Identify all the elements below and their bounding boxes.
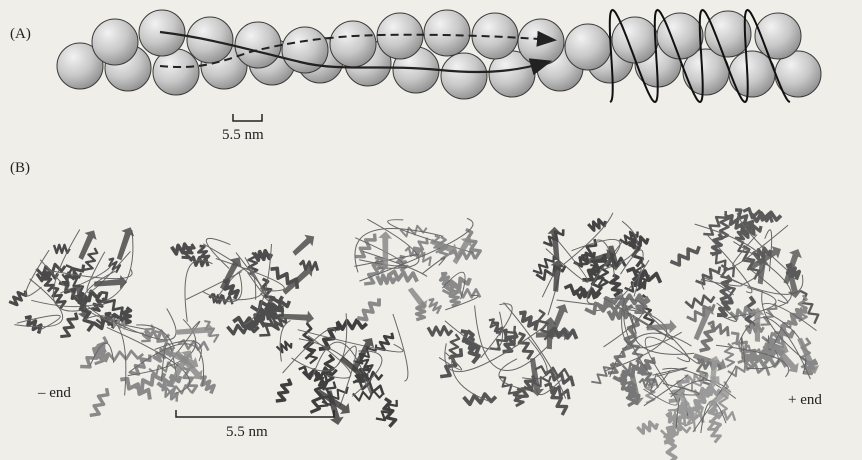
protein-subunit-ribbon <box>354 218 480 319</box>
ribbon-helix <box>429 299 441 314</box>
actin-subunit-sphere <box>729 51 775 97</box>
protein-subunit-ribbon <box>428 301 577 415</box>
protein-subunit-ribbon <box>637 354 736 460</box>
ribbon-helix <box>630 335 642 362</box>
scale-bar-a-label: 5.5 nm <box>222 127 264 144</box>
ribbon-helix <box>376 333 393 350</box>
ribbon-helix <box>519 312 537 330</box>
ribbon-helix <box>276 379 291 401</box>
scale-bar-a <box>233 114 262 121</box>
plus-end-label: + end <box>788 392 822 409</box>
ribbon-helix <box>611 275 621 296</box>
actin-subunit-sphere <box>565 24 611 70</box>
ribbon-helix <box>277 342 292 353</box>
actin-subunit-sphere <box>424 10 470 56</box>
actin-subunit-sphere <box>441 53 487 99</box>
ribbon-loop <box>206 238 230 268</box>
actin-filament-spheres <box>57 10 821 99</box>
ribbon-sheet <box>72 227 100 261</box>
protein-subunit-ribbon <box>9 224 145 336</box>
ribbon-loop <box>107 309 176 340</box>
ribbon-helix <box>357 298 379 319</box>
actin-subunit-sphere <box>330 21 376 67</box>
ribbon-sheet <box>288 231 318 258</box>
ribbon-helix <box>133 373 164 390</box>
actin-subunit-sphere <box>518 19 564 65</box>
ribbon-helix <box>670 246 699 265</box>
ribbon-sheet <box>771 340 803 377</box>
minus-end-label: – end <box>38 385 71 402</box>
ribbon-helix <box>428 327 452 336</box>
actin-subunit-sphere <box>377 13 423 59</box>
actin-subunit-sphere <box>92 19 138 65</box>
protein-subunit-ribbon <box>276 313 408 426</box>
ribbon-helix <box>637 422 657 433</box>
ribbon-helix <box>337 320 367 329</box>
ribbon-helix <box>717 298 732 316</box>
scale-bar-b-label: 5.5 nm <box>226 424 268 441</box>
ribbon-helix <box>9 291 26 305</box>
ribbon-helix <box>685 296 714 308</box>
ribbon-loop <box>750 269 788 303</box>
ribbon-loop <box>185 260 213 322</box>
ribbon-helix <box>712 234 723 255</box>
protein-subunit-ribbon <box>172 231 319 336</box>
ribbon-helix <box>440 348 461 376</box>
ribbon-helix <box>533 256 554 273</box>
panel-a-label: (A) <box>10 26 31 43</box>
ribbon-helix <box>708 322 728 336</box>
actin-subunit-sphere <box>612 17 658 63</box>
ribbon-loop <box>87 251 130 292</box>
ribbon-helix <box>464 394 496 404</box>
protein-ribbon-structure <box>9 209 822 460</box>
ribbon-helix <box>90 388 108 415</box>
ribbon-helix <box>190 257 208 266</box>
panel-b-label: (B) <box>10 160 30 177</box>
actin-subunit-sphere <box>235 22 281 68</box>
ribbon-helix <box>377 275 395 284</box>
